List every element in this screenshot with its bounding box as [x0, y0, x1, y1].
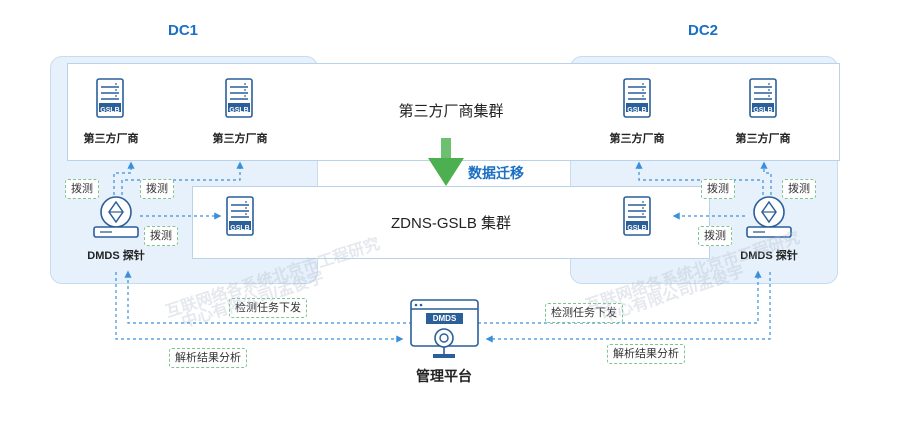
gslb-badge: GSLB	[100, 107, 120, 114]
gslb-badge: GSLB	[230, 225, 250, 232]
gslb-badge: GSLB	[229, 107, 249, 114]
analysis-tag-right: 解析结果分析	[607, 344, 685, 364]
dc1-probe-icon	[93, 196, 139, 238]
probe-tag: 拨测	[140, 179, 174, 199]
dc2-probe-label: DMDS 探针	[740, 250, 798, 262]
dc2-title: DC2	[687, 22, 719, 39]
vendor-cluster-panel	[67, 63, 840, 161]
management-platform-icon	[410, 299, 479, 358]
migration-label: 数据迁移	[468, 165, 524, 181]
gslb-badge: GSLB	[627, 225, 647, 232]
dispatch-tag-right: 检测任务下发	[545, 303, 623, 323]
probe-tag: 拨测	[782, 179, 816, 199]
probe-tag: 拨测	[701, 179, 735, 199]
dc1-probe-label: DMDS 探针	[87, 250, 145, 262]
gslb-badge: GSLB	[627, 107, 647, 114]
gslb-badge: GSLB	[753, 107, 773, 114]
vendor-label: 第三方厂商	[83, 133, 139, 145]
vendor-label: 第三方厂商	[212, 133, 268, 145]
vendor-cluster-label: 第三方厂商集群	[398, 103, 504, 120]
zdns-cluster-label: ZDNS-GSLB 集群	[390, 215, 512, 232]
migration-arrow-icon	[428, 138, 464, 186]
dispatch-tag-left: 检测任务下发	[229, 298, 307, 318]
dc1-title: DC1	[167, 22, 199, 39]
analysis-tag-left: 解析结果分析	[169, 348, 247, 368]
dc2-probe-icon	[746, 196, 792, 238]
probe-tag: 拨测	[65, 179, 99, 199]
vendor-label: 第三方厂商	[735, 133, 791, 145]
dmds-badge: DMDS	[432, 314, 457, 323]
probe-tag: 拨测	[698, 226, 732, 246]
platform-label: 管理平台	[416, 368, 472, 384]
vendor-label: 第三方厂商	[609, 133, 665, 145]
probe-tag: 拨测	[144, 226, 178, 246]
